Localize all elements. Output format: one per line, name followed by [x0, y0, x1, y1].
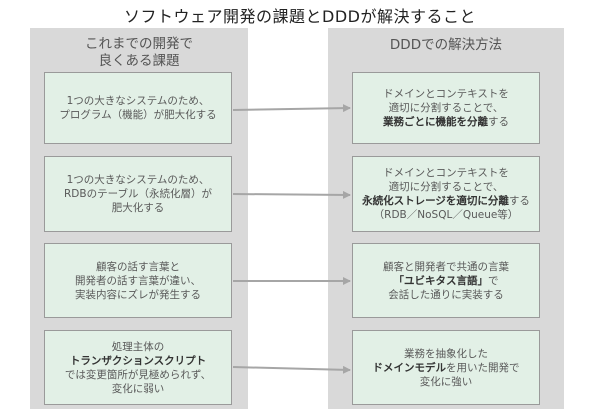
issue-box-2: 1つの大きなシステムのため、 RDBのテーブル（永続化層）が肥大化する [44, 156, 232, 232]
body-text: 1つの大きなシステムのため、 [66, 174, 210, 186]
body-text: する [488, 116, 509, 128]
emphasis-text: 「ユビキタス言語」 [393, 274, 489, 287]
solution-box-4: 業務を抽象化したドメインモデルを用いた開発で変化に強い [352, 330, 540, 405]
solution-box-3-line-2: 「ユビキタス言語」で [394, 274, 499, 288]
issue-box-2-line-3: 肥大化する [112, 201, 165, 215]
body-text: 実装内容にズレが発生する [75, 288, 201, 301]
body-text: ドメインとコンテキストを [383, 88, 509, 100]
body-text: 適切に分割することで、 [388, 181, 504, 193]
issue-box-3-line-3: 実装内容にズレが発生する [75, 288, 201, 302]
issue-box-1-line-1: 1つの大きなシステムのため、 [67, 94, 210, 108]
solution-box-1: ドメインとコンテキストを適切に分割することで、業務ごとに機能を分離する [352, 72, 540, 144]
issue-box-1: 1つの大きなシステムのため、プログラム（機能）が肥大化する [44, 72, 232, 144]
issue-box-3-line-2: 開発者の話す言葉が違い、 [75, 274, 201, 288]
solution-box-2-line-3: 永続化ストレージを適切に分離する [362, 194, 530, 208]
body-text: 開発者の話す言葉が違い、 [75, 274, 201, 287]
emphasis-text: トランザクションスクリプト [69, 354, 207, 367]
body-text: で [488, 274, 499, 287]
issue-box-4-line-2: トランザクションスクリプト [70, 354, 206, 368]
body-text: プログラム（機能）が肥大化する [59, 109, 217, 121]
solution-box-3-line-3: 会話した通りに実装する [388, 288, 504, 302]
body-text: 会話した通りに実装する [388, 288, 504, 301]
issue-box-3: 顧客の話す言葉と開発者の話す言葉が違い、実装内容にズレが発生する [44, 243, 232, 318]
body-text: 適切に分割することで、 [388, 102, 504, 114]
solution-box-3: 顧客と開発者で共通の言葉「ユビキタス言語」で会話した通りに実装する [352, 243, 540, 318]
solution-box-1-line-2: 適切に分割することで、 [389, 101, 504, 115]
current-issues-heading-line-1: これまでの開発で [85, 36, 193, 52]
solution-box-1-line-1: ドメインとコンテキストを [383, 87, 509, 101]
body-text: ドメインとコンテキストを [383, 167, 509, 179]
emphasis-text: ドメインモデル [372, 361, 447, 374]
body-text: RDBのテーブル（永続化層）が [64, 188, 212, 200]
solution-box-3-line-1: 顧客と開発者で共通の言葉 [383, 260, 509, 274]
issue-box-4: 処理主体のトランザクションスクリプトでは変更箇所が見極められず、変化に弱い [44, 330, 232, 405]
issue-box-2-line-2: RDBのテーブル（永続化層）が [64, 187, 212, 201]
issue-box-4-line-4: 変化に弱い [112, 382, 165, 396]
body-text: 肥大化する [111, 202, 165, 214]
body-text: 業務を抽象化した [404, 347, 488, 360]
issue-box-4-line-1: 処理主体の [112, 340, 165, 354]
body-text: 変化に弱い [111, 382, 165, 395]
solution-box-4-line-1: 業務を抽象化した [404, 347, 488, 361]
body-text: 変化に強い [419, 375, 473, 388]
emphasis-text: 永続化ストレージを適切に分離 [362, 195, 509, 207]
current-issues-heading: これまでの開発で 良くある課題 [30, 36, 248, 70]
solution-box-4-line-3: 変化に強い [420, 375, 473, 389]
body-text: 顧客の話す言葉と [96, 260, 180, 273]
solution-box-2-line-1: ドメインとコンテキストを [383, 166, 509, 180]
solution-box-2-line-2: 適切に分割することで、 [389, 180, 504, 194]
solution-box-4-line-2: ドメインモデルを用いた開発で [373, 361, 520, 375]
body-text: では変更箇所が見極められず、 [64, 368, 212, 381]
issue-box-2-line-1: 1つの大きなシステムのため、 [67, 173, 210, 187]
body-text: 顧客と開発者で共通の言葉 [383, 260, 509, 273]
emphasis-text: 業務ごとに機能を分離 [383, 116, 488, 128]
body-text: を用いた開発で [446, 361, 520, 374]
issue-box-4-line-3: では変更箇所が見極められず、 [65, 368, 211, 382]
body-text: 処理主体の [111, 340, 165, 353]
ddd-solutions-heading: DDDでの解決方法 [389, 37, 503, 53]
current-issues-heading-line-2: 良くある課題 [98, 53, 180, 69]
solution-box-2-line-4: （RDB／NoSQL／Queue等） [374, 208, 519, 222]
diagram-title: ソフトウェア開発の課題とDDDが解決すること [124, 7, 476, 26]
issue-box-3-line-1: 顧客の話す言葉と [96, 260, 180, 274]
body-text: （RDB／NoSQL／Queue等） [373, 209, 519, 221]
solution-box-2: ドメインとコンテキストを適切に分割することで、永続化ストレージを適切に分離する（… [352, 156, 540, 232]
body-text: する [508, 195, 530, 207]
body-text: 1つの大きなシステムのため、 [66, 95, 210, 107]
issue-box-1-line-2: プログラム（機能）が肥大化する [59, 108, 216, 122]
solution-box-1-line-3: 業務ごとに機能を分離する [383, 115, 509, 129]
